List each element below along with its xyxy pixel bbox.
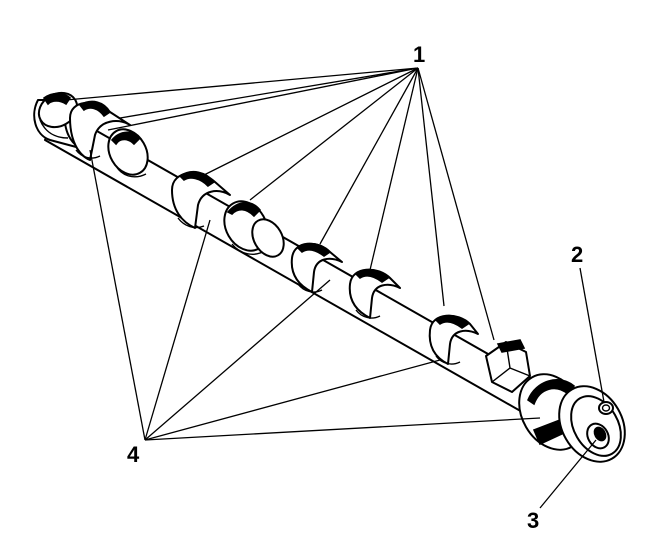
cam-lobe — [171, 170, 231, 229]
hex-section — [485, 339, 531, 393]
cam-lobe — [290, 242, 343, 293]
leaders-callout-4 — [89, 149, 541, 441]
end-journal-left — [33, 91, 81, 149]
bearing-journal — [428, 314, 479, 365]
callout-label-4: 4 — [127, 442, 140, 467]
leader-callout-2 — [579, 267, 605, 403]
bearing-journal — [107, 128, 149, 178]
bearing-journal — [223, 200, 285, 258]
callout-label-2: 2 — [571, 242, 583, 267]
leader-callout-3 — [539, 439, 597, 509]
bolt-hole — [586, 422, 610, 450]
cam-lobe — [348, 268, 401, 319]
camshaft — [33, 91, 626, 463]
leaders-callout-1 — [65, 67, 495, 341]
callout-label-3: 3 — [527, 508, 539, 533]
callout-label-1: 1 — [413, 42, 425, 67]
dowel-pin — [598, 401, 614, 415]
cam-lobe — [69, 100, 131, 161]
